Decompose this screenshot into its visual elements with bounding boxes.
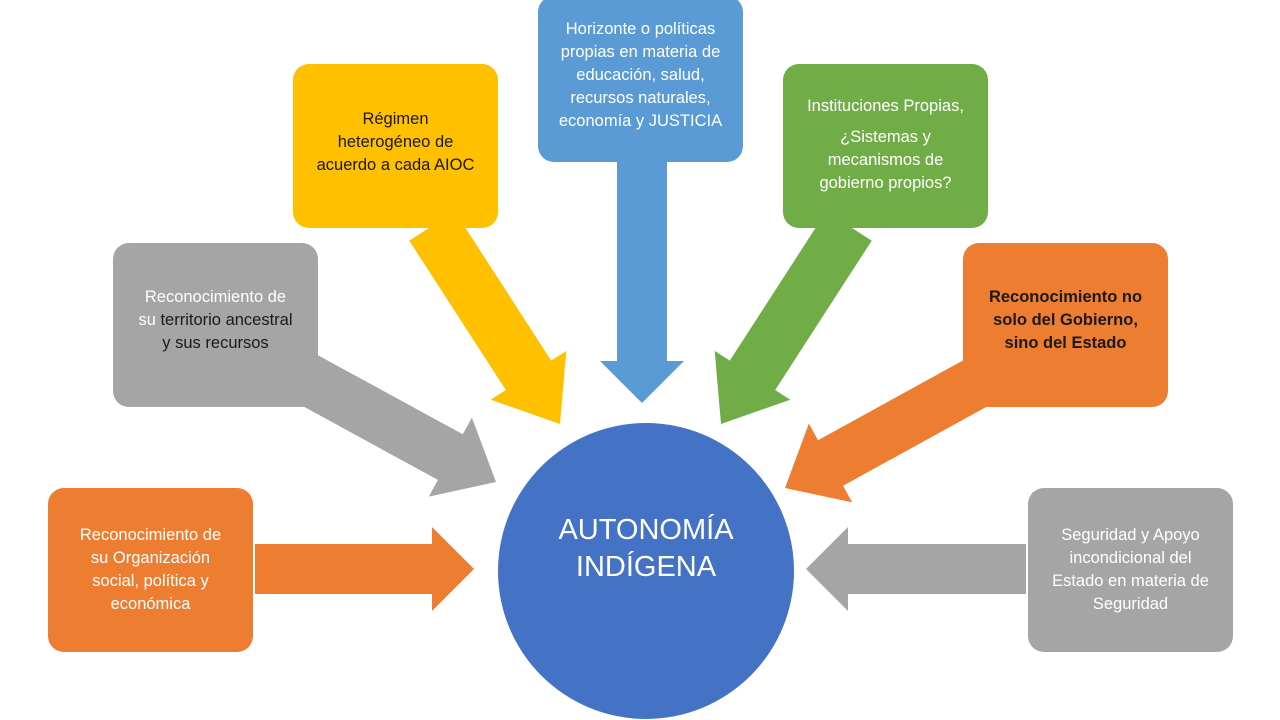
arrow-seguridad <box>806 527 1026 611</box>
node-estado-line: sino del Estado <box>1004 333 1127 352</box>
node-organizacion-line: su Organización <box>90 549 211 567</box>
node-organizacion-line: social, política y <box>92 572 209 590</box>
node-seguridad-line: Estado en materia de <box>1052 572 1209 590</box>
central-concept: AUTONOMÍA INDÍGENA <box>498 423 794 719</box>
node-regimen-line: heterogéneo de <box>337 132 454 151</box>
node-territorio-line: y sus recursos <box>162 333 269 352</box>
node-horizonte-line: recursos naturales, <box>570 88 711 107</box>
node-organizacion-line: económica <box>110 595 191 613</box>
node-territorio-emphasis: territorio ancestral <box>160 310 293 329</box>
node-seguridad-line: incondicional del <box>1069 549 1192 567</box>
node-estado-line: Reconocimiento no <box>988 287 1143 306</box>
node-organizacion: Reconocimiento de su Organización social… <box>48 488 253 652</box>
arrow-estado <box>785 355 998 503</box>
node-instituciones-line: gobierno propios? <box>819 174 952 192</box>
arrow-territorio <box>287 352 496 497</box>
node-horizonte-line: propias en materia de <box>560 42 721 61</box>
node-regimen: Régimen heterogéneo de acuerdo a cada AI… <box>293 64 498 228</box>
node-instituciones-line: ¿Sistemas y <box>840 128 931 146</box>
arrow-instituciones <box>714 211 872 424</box>
node-regimen-line: Régimen <box>362 109 429 128</box>
arrow-regimen <box>409 211 567 424</box>
node-horizonte-line: Horizonte o políticas <box>565 19 716 38</box>
node-territorio-text: su <box>138 310 161 329</box>
node-instituciones: Instituciones Propias, ¿Sistemas y mecan… <box>783 64 988 228</box>
node-estado-line: solo del Gobierno, <box>993 310 1138 329</box>
node-seguridad: Seguridad y Apoyo incondicional del Esta… <box>1028 488 1233 652</box>
arrow-horizonte <box>600 162 684 403</box>
node-territorio: Reconocimiento de su territorio ancestra… <box>113 243 318 407</box>
central-concept-line: AUTONOMÍA <box>558 514 734 546</box>
node-territorio-line: su territorio ancestral <box>138 309 292 332</box>
node-horizonte-line: educación, salud, <box>576 65 705 84</box>
arrow-organizacion <box>255 527 474 611</box>
node-territorio-line: Reconocimiento de <box>144 287 287 306</box>
node-organizacion-line: Reconocimiento de <box>79 526 222 544</box>
node-seguridad-line: Seguridad <box>1092 595 1169 613</box>
node-regimen-line: acuerdo a cada AIOC <box>316 155 475 174</box>
node-seguridad-line: Seguridad y Apoyo <box>1061 526 1200 544</box>
node-instituciones-heading: Instituciones Propias, <box>807 97 964 115</box>
node-estado: Reconocimiento no solo del Gobierno, sin… <box>963 243 1168 407</box>
node-horizonte-line: economía y JUSTICIA <box>558 111 723 130</box>
central-concept-line: INDÍGENA <box>575 551 717 583</box>
node-instituciones-line: mecanismos de <box>827 151 944 169</box>
node-horizonte: Horizonte o políticas propias en materia… <box>538 0 743 162</box>
